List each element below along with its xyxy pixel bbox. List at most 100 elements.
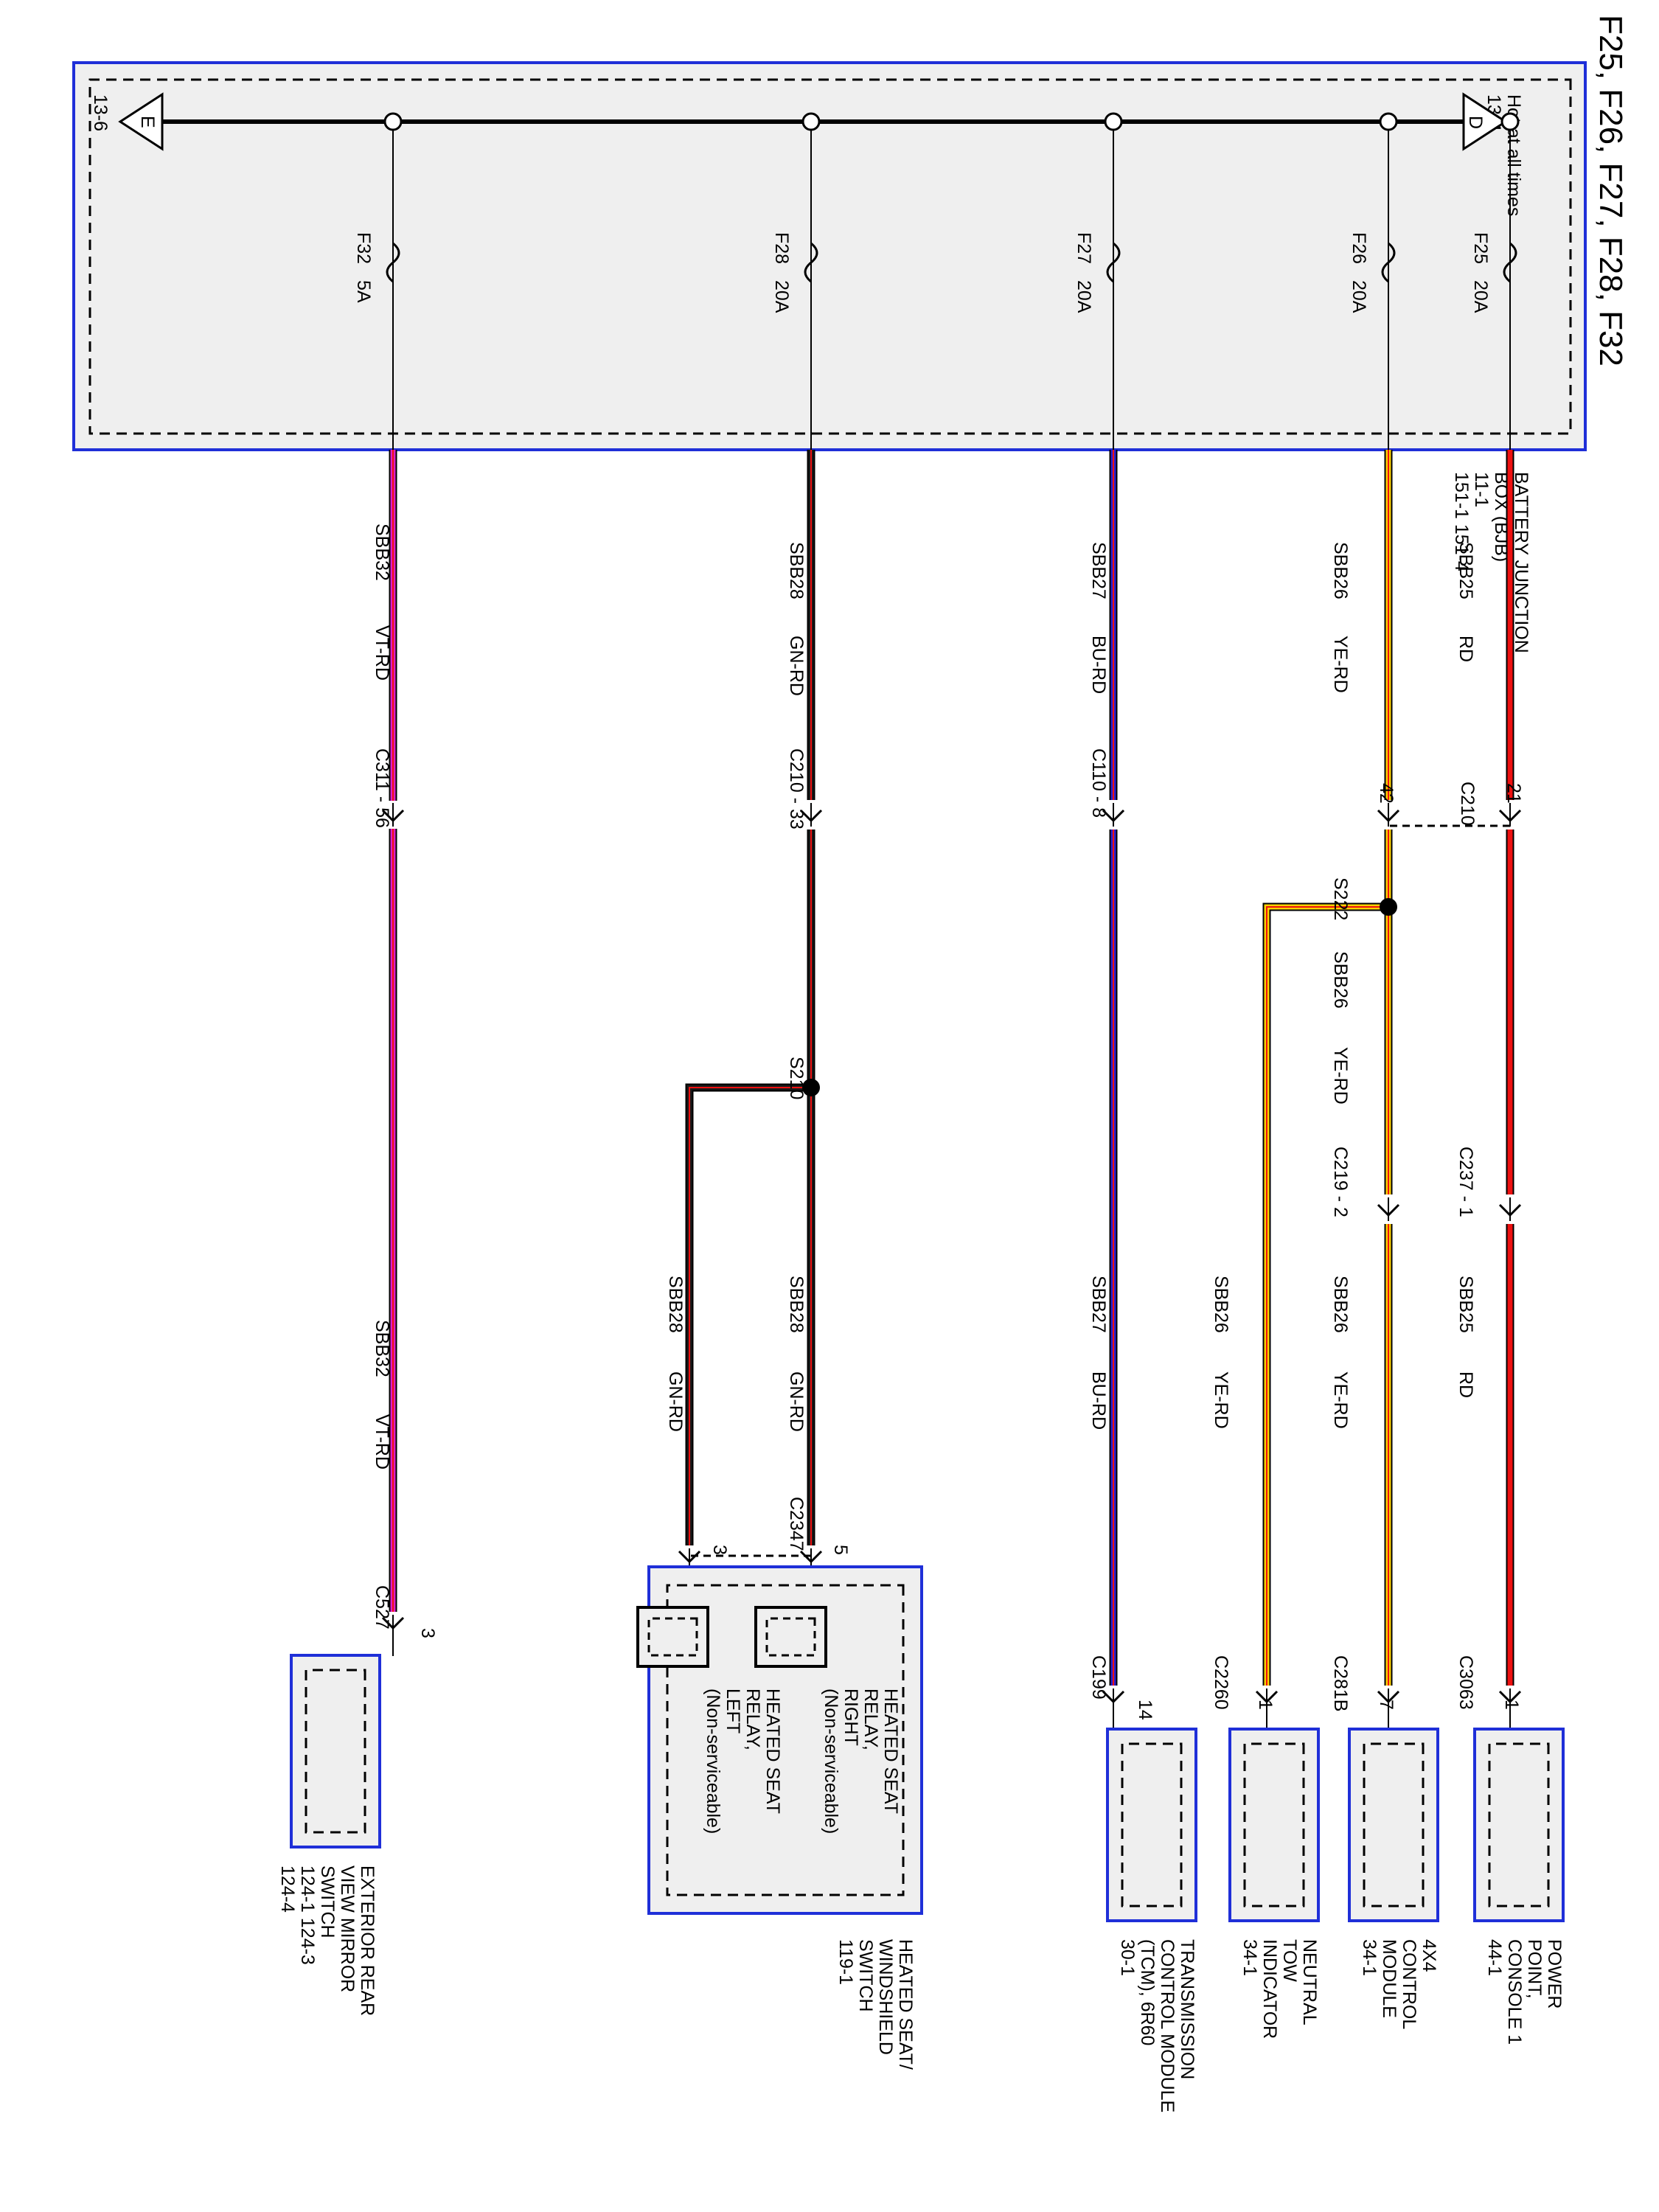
hot-at-all-times-label: Hot at all times <box>1503 94 1524 216</box>
flag-d-icon <box>1462 92 1508 151</box>
f28-fuse-rating: 20A <box>771 280 792 313</box>
color-sbb26-bottom: YE-RD <box>1330 1371 1351 1429</box>
heated-switch-inner <box>666 1584 905 1896</box>
c199-end-icon <box>1102 1690 1125 1704</box>
wire-sbb26-branch-outline <box>1262 902 1388 1688</box>
circuit-sbb32-bottom: SBB32 <box>372 1320 392 1377</box>
c3063-pin: 1 <box>1501 1700 1522 1710</box>
s222-label: S222 <box>1330 877 1351 920</box>
bjb-label-line4: 151-1 151-4 <box>1451 472 1472 571</box>
circuit-sbb28-top: SBB28 <box>786 542 807 599</box>
color-sbb28-right: GN-RD <box>786 1371 807 1432</box>
wire-sbb28-branch-stripe <box>689 1087 811 1548</box>
mirror-switch-box <box>290 1654 381 1848</box>
relay-left-line2: RELAY, <box>742 1688 763 1750</box>
color-sbb25-top: RD <box>1455 636 1476 662</box>
tcm-line1: TRANSMISSION <box>1177 1939 1197 2079</box>
relay-right-line3: RIGHT <box>841 1688 861 1746</box>
c527-pin: 3 <box>417 1628 438 1638</box>
heated-switch-line4: 119-1 <box>835 1939 856 1985</box>
diagram-title: F25, F26, F27, F28, F32 <box>1593 15 1629 366</box>
mirror-switch-line5: 124-4 <box>277 1865 298 1913</box>
c210-pin21: 21 <box>1503 783 1524 804</box>
x4-module-line4: 34-1 <box>1359 1939 1380 1976</box>
circuit-sbb26-bottom: SBB26 <box>1330 1276 1351 1333</box>
flag-e-label: E <box>137 116 158 128</box>
c210-pin42: 42 <box>1376 783 1397 804</box>
circuit-sbb27-bottom: SBB27 <box>1088 1276 1109 1333</box>
heated-switch-line2: WINDSHIELD <box>875 1939 896 2055</box>
f32-node <box>383 112 403 131</box>
c2347-label: C2347 <box>786 1497 807 1551</box>
mirror-switch-inner <box>305 1669 366 1834</box>
c527-label: C527 <box>372 1585 392 1630</box>
neutral-tow-line4: 34-1 <box>1239 1939 1260 1976</box>
c110-label: C110 - 8 <box>1088 748 1109 818</box>
color-sbb26-mid: YE-RD <box>1330 1047 1351 1105</box>
neutral-tow-line2: TOW <box>1279 1939 1300 1982</box>
power-point-line2: POINT, <box>1524 1939 1545 1999</box>
f32-fuse-name: F32 <box>353 232 374 264</box>
component-labels: POWER POINT, CONSOLE 1 44-1 4X4 CONTROL … <box>277 1688 1565 2112</box>
c199-label: C199 <box>1088 1655 1109 1700</box>
circuit-sbb26-mid: SBB26 <box>1330 951 1351 1009</box>
c2347-pin3: 3 <box>709 1545 730 1555</box>
bjb-label-line1: BATTERY JUNCTION <box>1511 472 1531 653</box>
flag-e-icon <box>118 92 164 151</box>
wire-sbb26-branch-stripe <box>1266 906 1388 1688</box>
x4-module-line1: 4X4 <box>1419 1939 1439 1972</box>
tcm-box <box>1106 1728 1197 1922</box>
c2347-pin5: 5 <box>830 1545 851 1555</box>
f26-fuse-rating: 20A <box>1349 280 1369 313</box>
s222-splice-dot <box>1380 898 1397 916</box>
f28-fuse-name: F28 <box>771 232 792 264</box>
f25-fuse-rating: 20A <box>1470 280 1491 313</box>
tcm-line4: 30-1 <box>1117 1939 1138 1976</box>
color-sbb26-top: YE-RD <box>1330 636 1351 693</box>
c2260-label: C2260 <box>1211 1655 1231 1710</box>
relay-right-box <box>754 1606 827 1668</box>
circuit-sbb28-right: SBB28 <box>786 1276 807 1333</box>
power-point-line4: 44-1 <box>1484 1939 1505 1976</box>
wire-sbb26-branch-body <box>1264 904 1388 1688</box>
c210b-label: C210 - 33 <box>786 748 807 830</box>
color-sbb28-left: GN-RD <box>665 1371 686 1432</box>
f28-fuse-icon <box>804 242 818 283</box>
x4-module-inner <box>1363 1742 1425 1907</box>
heated-switch-line1: HEATED SEAT/ <box>895 1939 916 2070</box>
color-sbb25-bottom: RD <box>1455 1371 1476 1398</box>
connector-labels: C210 21 42 S222 C237 - 1 C219 - 2 C110 -… <box>372 748 1524 1720</box>
neutral-tow-line1: NEUTRAL <box>1299 1939 1320 2025</box>
ref-left-label: 13-6 <box>90 94 111 131</box>
power-point-line1: POWER <box>1544 1939 1565 2008</box>
wire-layer <box>389 450 1514 1688</box>
color-sbb27-bottom: BU-RD <box>1088 1371 1109 1430</box>
f28-node <box>801 112 821 131</box>
marker-layer <box>381 801 1522 1730</box>
c281b-label: C281B <box>1330 1655 1351 1711</box>
c311-label: C311 - 56 <box>372 748 392 828</box>
f27-node <box>1104 112 1123 131</box>
relay-left-line3: LEFT <box>723 1688 743 1733</box>
c281b-end-icon <box>1377 1690 1400 1704</box>
color-sbb27-top: BU-RD <box>1088 636 1109 694</box>
f26-fuse-icon <box>1381 242 1396 283</box>
relay-left-inner <box>647 1617 698 1657</box>
bjb-frame <box>72 61 1587 451</box>
f25-node <box>1500 112 1520 131</box>
f27-fuse-rating: 20A <box>1074 280 1094 313</box>
circuit-sbb26-branch: SBB26 <box>1211 1276 1231 1333</box>
c199-pin: 14 <box>1135 1700 1155 1720</box>
tcm-line3: (TCM), 6R60 <box>1137 1939 1158 2045</box>
x4-module-line2: CONTROL <box>1399 1939 1419 2029</box>
relay-left-box <box>636 1606 709 1668</box>
color-sbb32-top: VT-RD <box>372 625 392 681</box>
s210-splice-dot <box>802 1079 820 1096</box>
c281b-pin: 7 <box>1376 1700 1397 1710</box>
f27-fuse-name: F27 <box>1074 232 1094 264</box>
heated-switch-line3: SWITCH <box>855 1939 876 2012</box>
circuit-sbb27-top: SBB27 <box>1088 542 1109 599</box>
